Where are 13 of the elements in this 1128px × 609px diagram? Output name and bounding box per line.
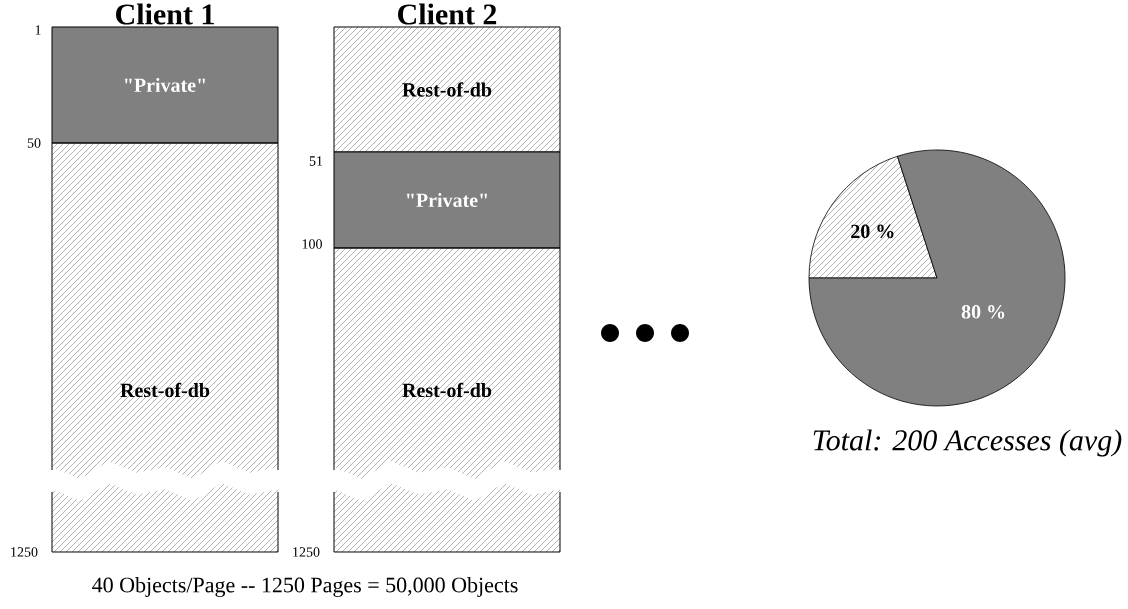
private-region: "Private" xyxy=(333,151,561,249)
row-number: 1250 xyxy=(293,547,320,557)
hatched-region: Rest-of-db xyxy=(333,26,561,153)
caption: Total: 200 Accesses (avg) xyxy=(813,429,1122,457)
footnote: 40 Objects/Page -- 1250 Pages = 50,000 Objects xyxy=(92,577,518,597)
private-region: "Private" xyxy=(51,26,279,144)
column-title: Client 1 xyxy=(116,3,214,25)
row-number: 1250 xyxy=(11,547,38,557)
hatched-region: Rest-of-db xyxy=(51,142,279,553)
row-number: 50 xyxy=(27,138,41,148)
row-number: 100 xyxy=(302,239,322,249)
row-number: 51 xyxy=(309,156,323,166)
hatched-region: Rest-of-db xyxy=(333,247,561,553)
